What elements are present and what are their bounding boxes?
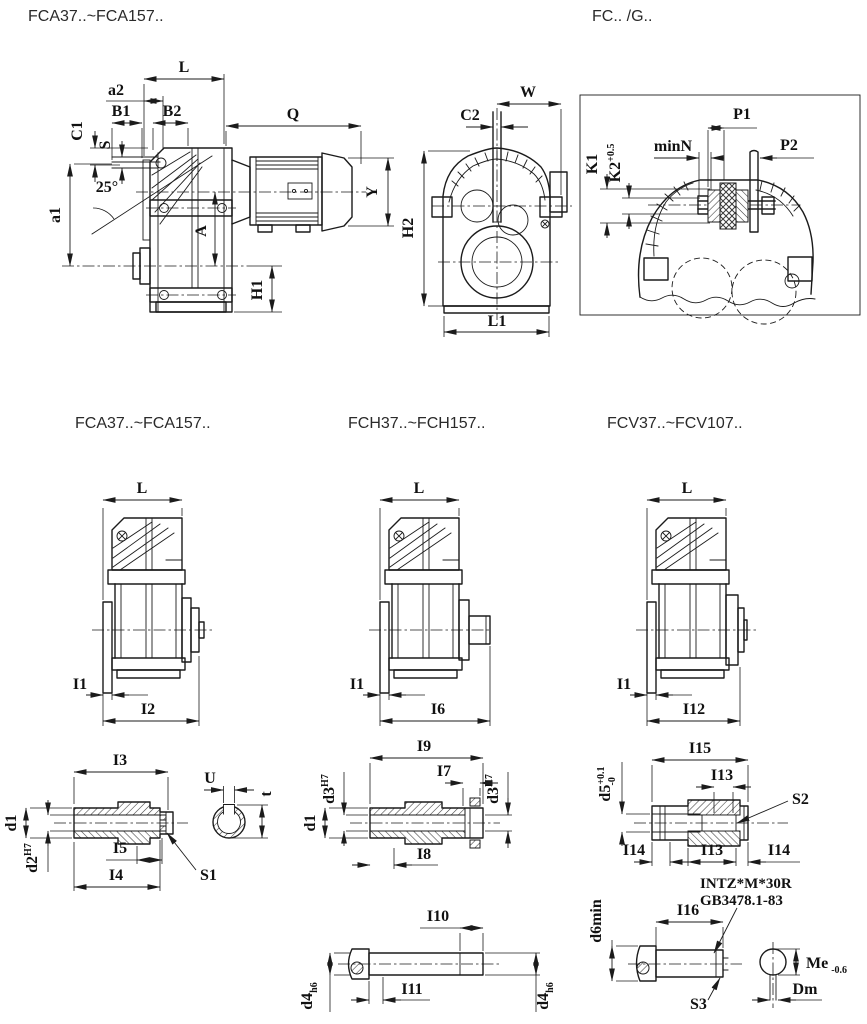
dim-label-I13-bottom: I13 [701, 842, 723, 859]
dim-label-angle-25: 25° [96, 179, 118, 196]
dim-label-I14-left: I14 [623, 842, 645, 859]
dim-label-L-fcv: L [682, 480, 693, 497]
dim-label-I1-fca: I1 [73, 676, 87, 693]
dim-label-I13-top: I13 [711, 767, 733, 784]
fig-shaft-b2: I10 I11 d4h6 d4h6 [299, 908, 556, 1012]
dim-label-U: U [204, 770, 216, 787]
dim-label-I9: I9 [417, 738, 431, 755]
fig-hollow-shaft-a: S1 I3 d1 d2H7 I5 I4 [3, 752, 217, 891]
dim-label-d3-left: d3H7 [320, 774, 338, 804]
dim-label-P2: P2 [780, 137, 798, 154]
dim-label-d1-a: d1 [3, 815, 20, 832]
dim-label-I16: I16 [677, 902, 699, 919]
dim-label-A: A [193, 225, 210, 237]
dim-label-I14-right: I14 [768, 842, 790, 859]
title-mid-center: FCH37..~FCH157.. [348, 415, 485, 432]
dim-label-Q: Q [287, 106, 299, 123]
dim-label-W: W [520, 84, 536, 101]
dim-label-d4-left: d4h6 [299, 982, 320, 1009]
dim-label-S2: S2 [792, 791, 809, 808]
dim-label-Dm: Dm [793, 981, 819, 998]
fig-fcv-housing: L I1 I12 [617, 480, 759, 726]
dim-label-I8: I8 [417, 846, 431, 863]
dim-label-I7: I7 [437, 763, 451, 780]
dim-label-I4: I4 [109, 867, 123, 884]
dim-label-K1: K1 [584, 154, 601, 174]
spline-spec-line1: INTZ*M*30R [700, 876, 792, 892]
fig-fca-housing: L I1 I2 [73, 480, 215, 726]
dim-label-d1-b: d1 [302, 815, 319, 832]
fig-fch-housing: L I1 I6 [350, 480, 492, 726]
dim-label-d4-right: d4h6 [535, 982, 556, 1009]
dim-label-B2: B2 [163, 103, 182, 120]
dim-label-S1: S1 [200, 867, 217, 884]
title-mid-left: FCA37..~FCA157.. [75, 415, 211, 432]
dim-label-I2: I2 [141, 701, 155, 718]
dim-label-L-fch: L [414, 480, 425, 497]
dim-label-I5: I5 [113, 840, 127, 857]
title-mid-right: FCV37..~FCV107.. [607, 415, 743, 432]
dim-label-K2: K2+0.5 [606, 144, 624, 183]
dim-label-S3: S3 [690, 996, 707, 1013]
dim-label-P1: P1 [733, 106, 751, 123]
dim-label-B1: B1 [112, 103, 131, 120]
dim-label-I6: I6 [431, 701, 445, 718]
fig-spline-shaft: INTZ*M*30R GB3478.1-83 I16 d6min S3 Me-0… [588, 876, 847, 1013]
dim-label-H1: H1 [249, 280, 266, 300]
spline-spec-line2: GB3478.1-83 [700, 893, 783, 909]
dim-label-minN: minN [654, 138, 693, 155]
dim-label-d2: d2H7 [23, 843, 41, 873]
dim-label-C1: C1 [69, 121, 86, 141]
dim-label-I1-fch: I1 [350, 676, 364, 693]
dim-label-I3: I3 [113, 752, 127, 769]
fig-gearmotor-side-view: L a2 B1 B2 Q C1 S 25° a1 A [47, 59, 394, 313]
dim-label-d5: d5+0.1-0 [596, 766, 618, 801]
dim-label-d3-right: d3H7 [484, 774, 502, 804]
dim-label-I10: I10 [427, 908, 449, 925]
title-top-right: FC.. /G.. [592, 8, 652, 25]
fig-mount-detail: P1 minN P2 K1 K2+0.5 [579, 94, 861, 325]
dim-label-S: S [97, 140, 114, 149]
dim-label-I15: I15 [689, 740, 711, 757]
dim-label-I12: I12 [683, 701, 705, 718]
dim-label-t: t [258, 791, 275, 797]
dim-label-I1-fcv: I1 [617, 676, 631, 693]
dim-label-a1: a1 [47, 207, 64, 223]
fig-key-section: U t [204, 770, 275, 839]
dim-label-Me: Me-0.6 [806, 955, 847, 976]
fig-front-view: W C2 H2 L1 [400, 84, 572, 337]
fig-hollow-shaft-c: I15 d5+0.1-0 I13 S2 I14 I13 I14 [596, 740, 809, 866]
title-top-left: FCA37..~FCA157.. [28, 8, 164, 25]
dim-label-L-fca: L [137, 480, 148, 497]
dim-label-d6min: d6min [588, 899, 605, 943]
dim-label-I11: I11 [401, 981, 422, 998]
dim-label-Y: Y [364, 186, 381, 198]
fig-shaft-b: I9 d3H7 d1 d3H7 I7 I8 [302, 738, 512, 869]
dim-label-a2: a2 [108, 82, 124, 99]
dim-label-C2: C2 [460, 107, 480, 124]
dim-label-L1v: L [179, 59, 190, 76]
dim-label-H2: H2 [400, 218, 417, 238]
dim-label-L1: L1 [488, 313, 507, 330]
